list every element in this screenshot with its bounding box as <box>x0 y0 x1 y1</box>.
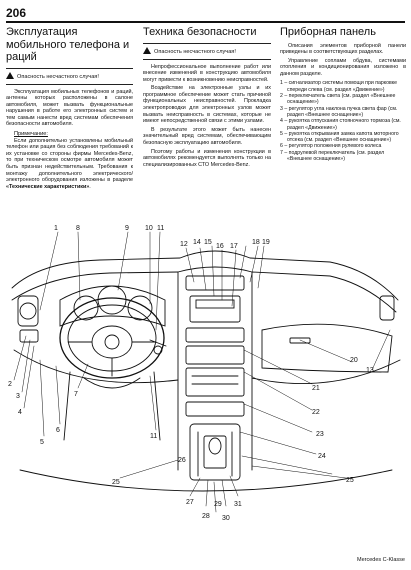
callout-label: 16 <box>216 243 224 250</box>
page-footer: Mercedes C-Klasse <box>357 557 405 563</box>
callout-label: 18 <box>252 239 260 246</box>
callout-label: 25 <box>346 477 354 484</box>
callout-label: 3 <box>16 393 20 400</box>
callout-label: 31 <box>234 501 242 508</box>
callout-label: 22 <box>312 409 320 416</box>
legend-item: 1 – сигнализатор системы помощи при парк… <box>280 80 397 93</box>
callout-label: 26 <box>178 457 186 464</box>
column-safety: Техника безопасности Опасность несчастно… <box>143 26 271 170</box>
callout-label: 7 <box>74 391 78 398</box>
note-title: Примечание: <box>14 131 48 138</box>
warning-triangle-icon <box>143 46 151 54</box>
legend-item: 4 – рукоятка отпускания стояночного торм… <box>280 118 401 131</box>
callout-label: 23 <box>316 431 324 438</box>
column-phones: Эксплуатация мобильного телефона и раций… <box>6 26 133 192</box>
callout-leaders <box>13 231 391 513</box>
body-text-dashboard: Описания элементов приборной панели прив… <box>280 43 406 78</box>
section-title-dashboard: Приборная панель <box>280 26 376 38</box>
paragraph: Управление соплами обдува, системами ото… <box>280 57 406 77</box>
body-text-safety: Непрофессиональное выполнение работ или … <box>143 64 271 169</box>
callout-label: 5 <box>40 439 44 446</box>
callout-label: 8 <box>76 225 80 232</box>
warning-box-phones: Опасность несчастного случая! <box>6 67 133 85</box>
page-number: 206 <box>6 6 27 20</box>
paragraph: В результате этого может быть нанесен зн… <box>143 126 271 147</box>
warning-text: Опасность несчастного случая! <box>17 73 99 80</box>
warning-text: Опасность несчастного случая! <box>154 48 236 55</box>
callout-label: 11 <box>150 433 157 440</box>
dashboard-outline <box>11 250 401 492</box>
dashboard-illustration: 1 8 9 10 11 12 13 14 15 16 17 18 19 2 3 … <box>8 225 401 522</box>
paragraph-text: Если дополнительно установлены мобильный… <box>6 137 133 184</box>
section-title-safety: Техника безопасности <box>143 26 257 38</box>
body-text-phones: Эксплуатация мобильных телефонов и раций… <box>6 89 133 191</box>
callout-label: 19 <box>262 239 270 246</box>
paragraph: Если дополнительно установлены мобильный… <box>6 138 133 191</box>
callout-label: 25 <box>112 479 120 486</box>
section-title-phones: Эксплуатация мобильного телефона и раций <box>6 26 130 63</box>
callout-label: 30 <box>222 515 230 522</box>
legend-list: 1 – сигнализатор системы помощи при парк… <box>280 80 406 162</box>
callout-label: 13 <box>366 367 374 374</box>
callout-label: 1 <box>54 225 58 232</box>
callout-label: 11 <box>157 225 164 232</box>
paragraph-end: . <box>89 183 91 190</box>
callout-label: 29 <box>214 501 222 508</box>
warning-box-safety: Опасность несчастного случая! <box>143 42 271 60</box>
callout-label: 27 <box>186 499 194 506</box>
callout-label: 12 <box>180 241 188 248</box>
paragraph: Описания элементов приборной панели прив… <box>280 42 406 56</box>
callout-label: 2 <box>8 381 12 388</box>
warning-triangle-icon <box>6 71 14 79</box>
paragraph-bold-ref: «Технические характеристики» <box>6 183 90 190</box>
callout-label: 24 <box>318 453 326 460</box>
callout-label: 9 <box>125 225 129 232</box>
callout-label: 14 <box>193 239 201 246</box>
legend-item: 2 – переключатель света (см. раздел «Вне… <box>280 93 396 106</box>
callout-label: 15 <box>204 239 212 246</box>
callout-label: 10 <box>145 225 153 232</box>
callout-labels: 1 8 9 10 11 12 13 14 15 16 17 18 19 2 3 … <box>8 225 374 522</box>
callout-label: 4 <box>18 409 22 416</box>
legend-item: 6 – регулятор положения рулевого колеса <box>280 143 382 150</box>
paragraph: Воздействие на электронные узлы и их про… <box>143 85 271 125</box>
legend-item: 7 – подрулевой переключатель (см. раздел… <box>280 149 385 163</box>
callout-label: 21 <box>312 385 320 392</box>
paragraph: Непрофессиональное выполнение работ или … <box>143 63 271 83</box>
legend-item: 5 – рукоятка открывания замка капота мот… <box>280 130 399 144</box>
paragraph: Поэтому работы и изменения конструкции в… <box>143 148 271 168</box>
header-rule <box>6 21 405 23</box>
callout-label: 28 <box>202 513 210 520</box>
callout-label: 17 <box>230 243 238 250</box>
column-dashboard: Приборная панель Описания элементов приб… <box>280 26 406 162</box>
callout-label: 6 <box>56 427 60 434</box>
callout-label: 20 <box>350 357 358 364</box>
page-header: 206 <box>6 6 405 23</box>
paragraph: Эксплуатация мобильных телефонов и раций… <box>6 88 133 128</box>
legend-item: 3 – регулятор угла наклона пучка света ф… <box>280 105 398 118</box>
